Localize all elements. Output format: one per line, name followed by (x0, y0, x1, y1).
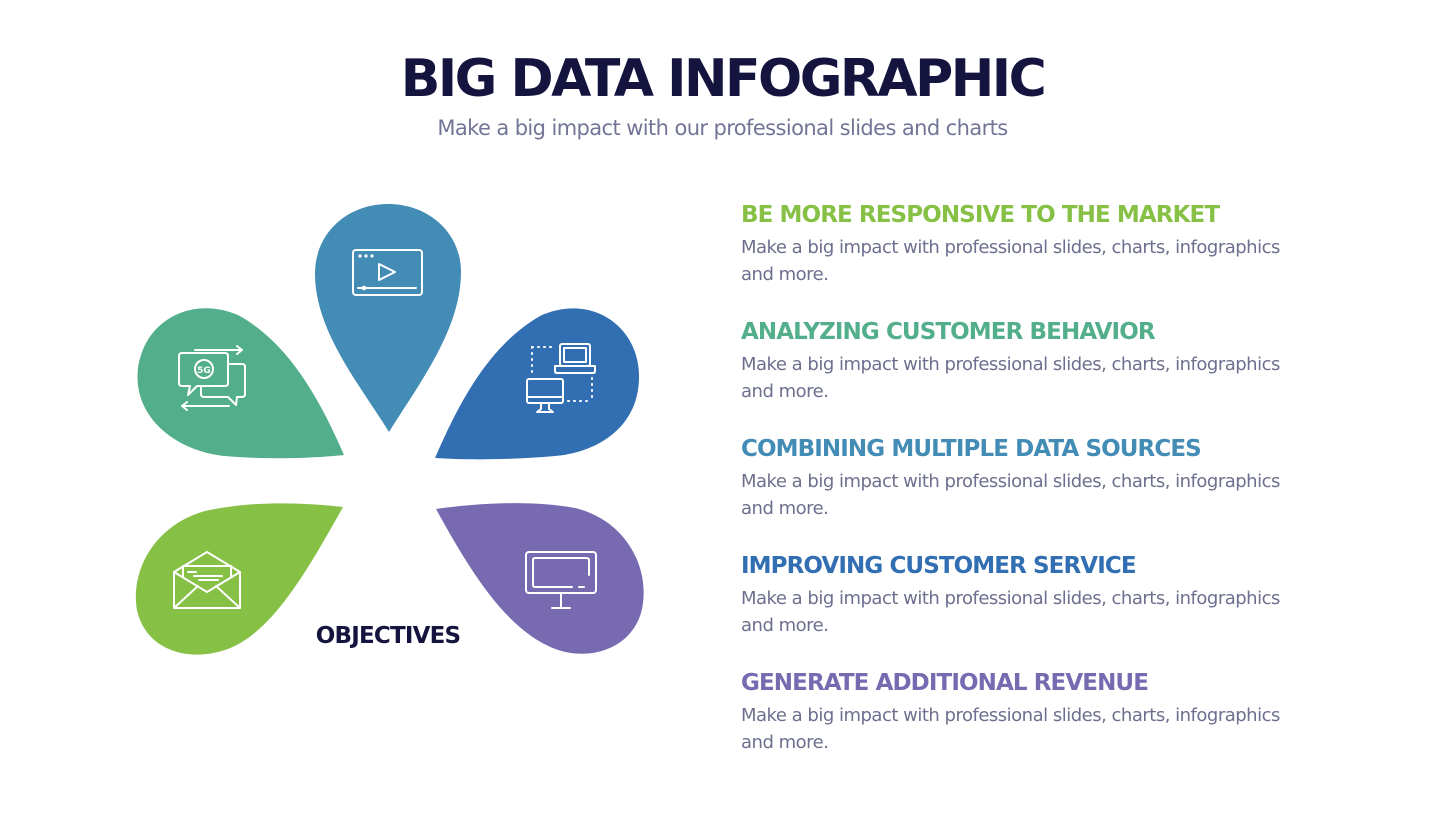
video-player-icon (352, 249, 423, 296)
5g-chat-exchange-icon (178, 345, 246, 411)
monitor-icon (525, 551, 597, 609)
petal-top-shape (314, 204, 461, 432)
5g-label: 5G (197, 366, 211, 376)
objective-description: Make a big impact with professional slid… (741, 471, 1280, 519)
laptop-desktop-sync-icon (526, 343, 596, 413)
objective-item: GENERATE ADDITIONAL REVENUE Make a big i… (741, 666, 1341, 783)
objective-title: COMBINING MULTIPLE DATA SOURCES (741, 436, 1202, 462)
objective-description: Make a big impact with professional slid… (741, 237, 1280, 285)
objective-item: BE MORE RESPONSIVE TO THE MARKET Make a … (741, 198, 1341, 315)
center-label-objectives: OBJECTIVES (315, 623, 461, 649)
petal-upper-right-shape (435, 308, 640, 460)
objective-description: Make a big impact with professional slid… (741, 588, 1280, 636)
petal-top (314, 204, 461, 432)
objective-item: COMBINING MULTIPLE DATA SOURCES Make a b… (741, 432, 1341, 549)
petal-lower-right (436, 503, 644, 654)
objective-title: IMPROVING CUSTOMER SERVICE (741, 553, 1137, 579)
objective-item: IMPROVING CUSTOMER SERVICE Make a big im… (741, 549, 1341, 666)
petal-upper-right (435, 308, 640, 460)
objectives-flower-diagram: 5G (0, 0, 700, 813)
petal-upper-left: 5G (137, 308, 344, 459)
objective-title: BE MORE RESPONSIVE TO THE MARKET (741, 202, 1220, 228)
objective-title: ANALYZING CUSTOMER BEHAVIOR (741, 319, 1156, 345)
petal-upper-left-shape (137, 308, 344, 459)
open-envelope-icon (173, 551, 241, 609)
objective-description: Make a big impact with professional slid… (741, 705, 1280, 753)
petal-lower-left (135, 503, 343, 655)
petal-lower-right-shape (436, 503, 644, 654)
page-subtitle: Make a big impact with our professional … (437, 116, 1008, 140)
objective-title: GENERATE ADDITIONAL REVENUE (741, 670, 1149, 696)
objective-item: ANALYZING CUSTOMER BEHAVIOR Make a big i… (741, 315, 1341, 432)
objective-description: Make a big impact with professional slid… (741, 354, 1280, 402)
objectives-list: BE MORE RESPONSIVE TO THE MARKET Make a … (741, 198, 1341, 783)
page-title: BIG DATA INFOGRAPHIC (400, 49, 1047, 109)
